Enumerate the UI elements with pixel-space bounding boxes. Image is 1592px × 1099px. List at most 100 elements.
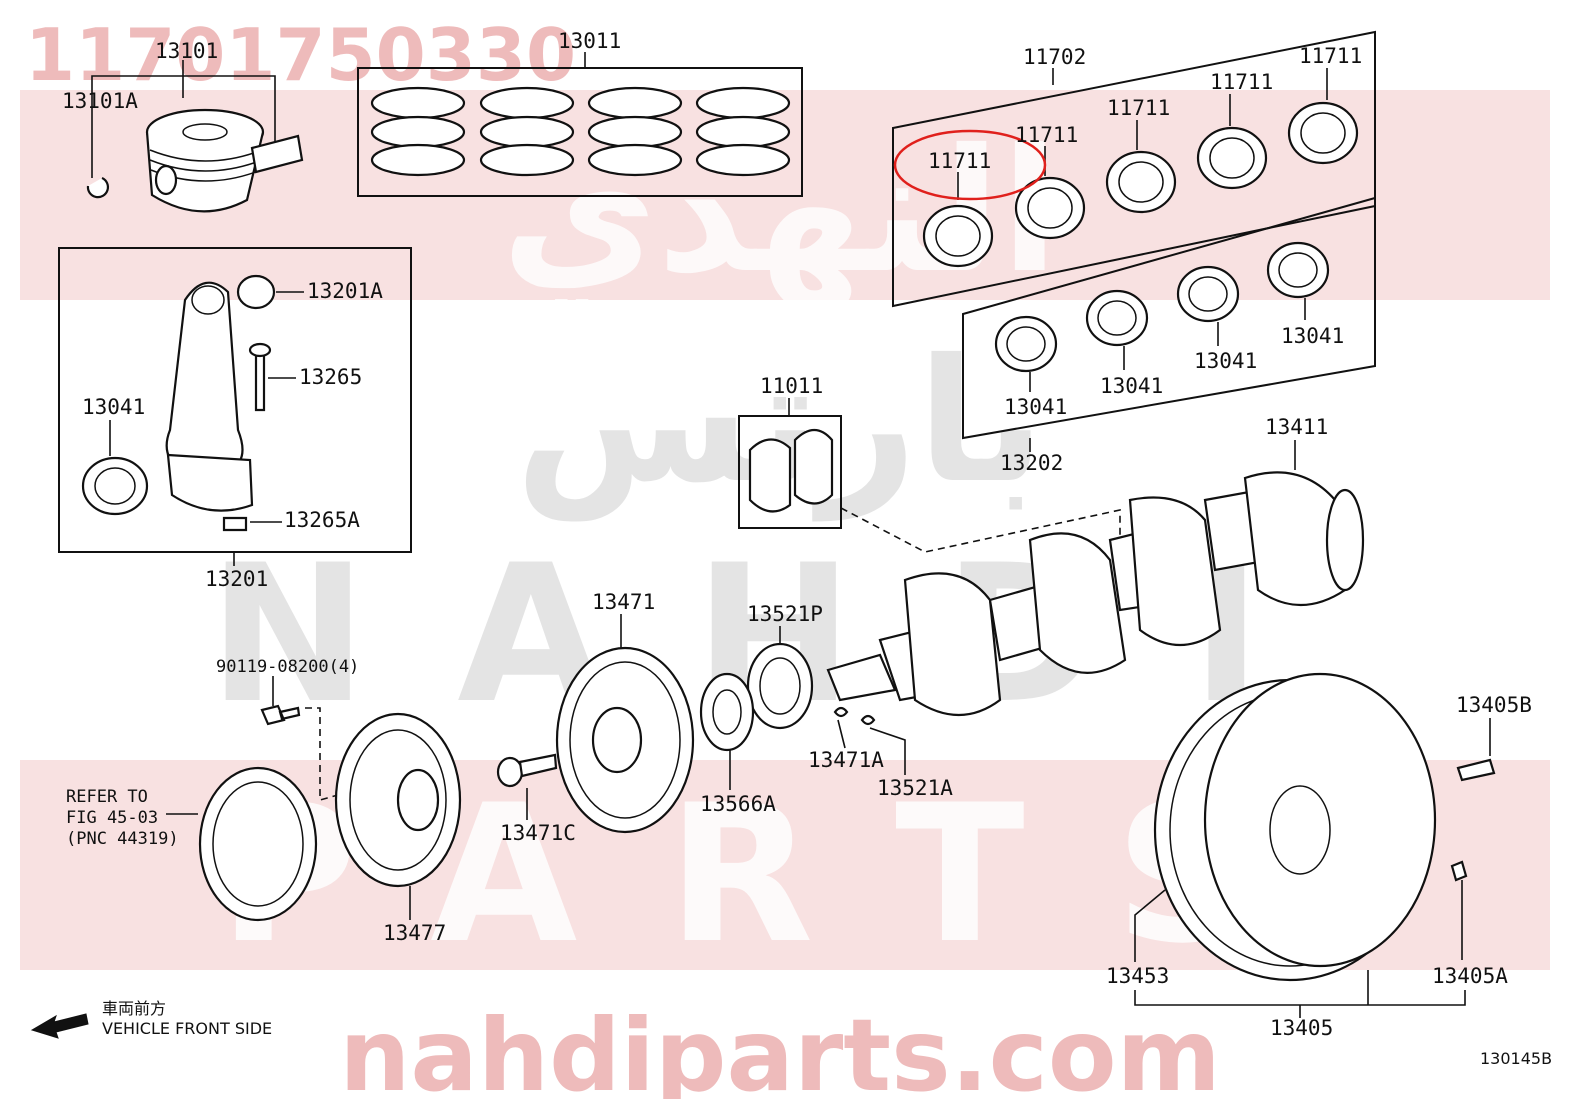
- ring-set-box: [357, 67, 803, 197]
- label-13101: 13101: [155, 39, 218, 63]
- crank-web-3: [1128, 496, 1222, 647]
- con-rod-box: [58, 247, 412, 553]
- piston-ring-set: [357, 52, 803, 197]
- label-11011: 11011: [760, 374, 823, 398]
- timing-gear: [746, 642, 814, 730]
- crank-web-2: [1028, 532, 1127, 674]
- refer-pulley: [198, 766, 318, 922]
- label-13201: 13201: [205, 567, 268, 591]
- bolt-head: [248, 342, 272, 358]
- ring-stack-2: [479, 86, 575, 177]
- connecting-rod-group: [58, 247, 412, 566]
- front-pulley-parts: [166, 676, 558, 922]
- crank-pulley-hub: [591, 706, 643, 774]
- label-13041-rod: 13041: [82, 395, 145, 419]
- piston-group: [86, 60, 304, 213]
- label-13453: 13453: [1106, 964, 1169, 988]
- label-90119: 90119-08200(4): [216, 657, 359, 677]
- refer-line-3: (PNC 44319): [66, 829, 179, 849]
- label-13477: 13477: [383, 921, 446, 945]
- lower-bearing-leaders: [1029, 298, 1306, 392]
- figure-id: 130145B: [1480, 1049, 1552, 1068]
- con-rod-bushing: [236, 274, 276, 310]
- damper-pulley-13477: [334, 712, 462, 888]
- bolt-dash: [305, 707, 411, 802]
- crank-web-1: [903, 572, 1002, 717]
- refer-line-1: REFER TO: [66, 787, 148, 807]
- label-11711-b: 11711: [1015, 123, 1078, 147]
- watermark-part-number: 11701750330: [25, 13, 576, 97]
- ring-stack-3: [587, 86, 683, 177]
- label-13521A: 13521A: [877, 776, 953, 800]
- ring-stack-1: [370, 86, 466, 177]
- bolt-13405B: [1456, 758, 1496, 782]
- crankshaft-nose: [826, 653, 897, 702]
- keys-leaders: [837, 719, 906, 775]
- label-13201A: 13201A: [307, 279, 383, 303]
- label-13265A: 13265A: [284, 508, 360, 532]
- label-13202: 13202: [1000, 451, 1063, 475]
- label-13405B: 13405B: [1456, 693, 1532, 717]
- thrust-washer-group: [738, 398, 1121, 560]
- label-13521P: 13521P: [747, 602, 823, 626]
- watermark-site: nahdiparts.com: [339, 997, 1221, 1099]
- lower-bearing-box: [962, 196, 1376, 440]
- label-13471C: 13471C: [500, 821, 576, 845]
- label-11702: 11702: [1023, 45, 1086, 69]
- flywheel-bracket: [1134, 889, 1466, 1018]
- refer-line-2: FIG 45-03: [66, 808, 158, 828]
- con-rod-bearing: [81, 456, 149, 516]
- thrust-washer-right: [793, 428, 834, 505]
- con-rod: [165, 281, 244, 472]
- part-labels: 13101 13101A 13011 11702 11711 11711 117…: [62, 29, 1532, 1040]
- keys: [833, 706, 876, 726]
- label-13265: 13265: [299, 365, 362, 389]
- piston-crown-mark: [182, 123, 228, 141]
- label-13405A: 13405A: [1432, 964, 1508, 988]
- crankshaft: [826, 440, 1365, 717]
- flywheel-group: [1134, 672, 1496, 1018]
- con-rod-cap: [166, 453, 254, 512]
- pin-13405A: [1450, 860, 1468, 882]
- label-13566A: 13566A: [700, 792, 776, 816]
- thrust-washer-left: [748, 438, 792, 513]
- lower-bearing-shells: [994, 241, 1330, 373]
- upper-bearing-shells: [922, 101, 1359, 268]
- arrow-icon: [30, 1013, 89, 1039]
- snap-ring: [86, 176, 109, 199]
- label-13471A: 13471A: [808, 748, 884, 772]
- ring-stack-4: [695, 86, 791, 177]
- label-13041-a: 13041: [1004, 395, 1067, 419]
- front-english: VEHICLE FRONT SIDE: [102, 1019, 272, 1038]
- label-11711-a: 11711: [928, 149, 991, 173]
- piston-pin: [250, 134, 304, 174]
- bolt-13471C: [496, 753, 558, 788]
- label-13041-d: 13041: [1281, 324, 1344, 348]
- con-rod-bolt: [254, 348, 266, 412]
- front-japanese: 車両前方: [102, 999, 166, 1018]
- piston-pin-hole: [154, 164, 178, 196]
- con-rod-small-end: [191, 285, 225, 315]
- refer-note: REFER TO FIG 45-03 (PNC 44319): [66, 787, 179, 849]
- label-11711-c: 11711: [1107, 96, 1170, 120]
- label-13101A: 13101A: [62, 89, 138, 113]
- crank-pulley-group: [555, 614, 906, 834]
- crank-pulley-inner: [569, 661, 681, 819]
- label-11711-d: 11711: [1210, 70, 1273, 94]
- front-arrow: [30, 1013, 89, 1039]
- bolt-90119: [260, 704, 301, 726]
- crank-rear-flange: [1325, 488, 1365, 592]
- con-rod-nut: [222, 516, 248, 532]
- label-13011: 13011: [558, 29, 621, 53]
- label-13041-b: 13041: [1100, 374, 1163, 398]
- label-11711-e: 11711: [1299, 44, 1362, 68]
- highlight-circle: [893, 129, 1047, 201]
- thrust-washer-dash: [840, 507, 1121, 560]
- flywheel-hub: [1269, 785, 1331, 875]
- upper-bearing-set: [892, 30, 1376, 308]
- flywheel-body: [1203, 672, 1437, 968]
- label-13405: 13405: [1270, 1016, 1333, 1040]
- lower-bearing-set: [962, 196, 1376, 452]
- label-13471: 13471: [592, 590, 655, 614]
